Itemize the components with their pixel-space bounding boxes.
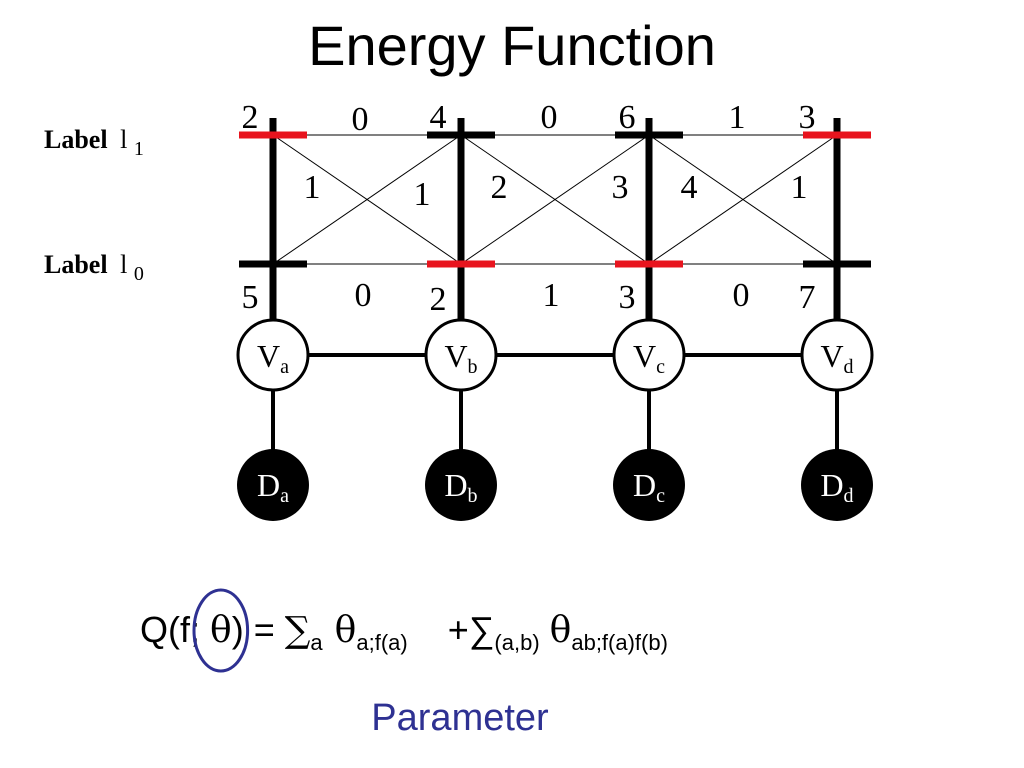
d-node-a-base: D [257, 467, 280, 503]
d-node-c-circle [613, 449, 685, 521]
label-l1-word: Label [44, 125, 108, 154]
unary-top-a: 2 [242, 99, 259, 136]
unary-bottom-b: 2 [430, 281, 447, 318]
parameter-annotation: Parameter [371, 697, 549, 739]
pair-cross-cd-right: 1 [791, 169, 808, 206]
d-node-b-circle [425, 449, 497, 521]
cross-edge-bc-up [460, 134, 650, 265]
v-node-d-label: Vd [820, 338, 853, 378]
v-node-c: Vc [612, 318, 686, 392]
v-node-d-sub: d [844, 356, 854, 378]
unary-top-d: 3 [799, 99, 816, 136]
label-ticks [239, 131, 871, 268]
unary-bottom-d: 7 [799, 279, 816, 316]
eq-sum-pair-sub: (a,b) [494, 630, 539, 655]
label-l1-symbol: l [120, 125, 127, 154]
eq-lhs-open: Q(f; [140, 609, 210, 650]
v-node-b-label: Vb [444, 338, 477, 378]
cross-edge-cd-up [648, 134, 838, 265]
unary-bottom-values: 5 2 3 7 [242, 279, 816, 318]
unary-top-values: 2 4 6 3 [242, 99, 816, 136]
d-node-a-label: Da [257, 467, 289, 507]
d-node-c-sub: c [656, 485, 665, 507]
v-node-a-base: V [257, 338, 280, 374]
pair-cross-ab-right: 1 [414, 176, 431, 213]
d-node-a-circle [237, 449, 309, 521]
d-node-d-circle [801, 449, 873, 521]
eq-theta-unary-sub: a;f(a) [356, 630, 407, 655]
d-node-c-base: D [633, 467, 656, 503]
unary-top-c: 6 [619, 99, 636, 136]
v-node-b-sub: b [468, 356, 478, 378]
d-node-d: Dd [801, 449, 873, 521]
d-node-b-base: D [444, 467, 467, 503]
unary-bottom-c: 3 [619, 279, 636, 316]
label-l0-word: Label [44, 250, 108, 279]
label-l0-symbol: l [120, 250, 127, 279]
d-node-c: Dc [613, 449, 685, 521]
d-node-d-sub: d [844, 485, 854, 507]
v-node-b-circle [424, 318, 498, 392]
d-node-d-label: Dd [820, 467, 853, 507]
pair-cross-cd-left: 4 [681, 169, 698, 206]
v-node-c-label: Vc [633, 338, 665, 378]
pair-cross-ab-left: 1 [304, 169, 321, 206]
d-node-d-base: D [820, 467, 843, 503]
observation-links [271, 390, 839, 450]
pair-top-cd: 1 [729, 99, 746, 136]
eq-lhs-close: ) [232, 609, 244, 650]
pair-cross-bc-right: 3 [612, 169, 629, 206]
eq-sum-unary-sub: a [310, 630, 323, 655]
d-node-a-sub: a [280, 485, 289, 507]
d-node-b: Db [425, 449, 497, 521]
label-l1: Label l 1 [44, 125, 144, 160]
v-node-c-circle [612, 318, 686, 392]
pair-top-ab: 0 [352, 101, 369, 138]
v-node-d: Vd [800, 318, 874, 392]
v-node-c-base: V [633, 338, 656, 374]
v-node-b: Vb [424, 318, 498, 392]
label-l0: Label l 0 [44, 250, 144, 285]
variable-posts [269, 118, 841, 325]
pair-cross-bc-left: 2 [491, 169, 508, 206]
pair-bottom-ab: 0 [355, 277, 372, 314]
v-node-c-sub: c [656, 356, 665, 378]
label-l1-subscript: 1 [134, 138, 144, 160]
parameter-highlight-ellipse [192, 588, 250, 673]
pair-top-values: 0 0 1 [352, 99, 746, 138]
d-node-b-sub: b [468, 485, 478, 507]
eq-theta-pair-sub: ab;f(a)f(b) [571, 630, 668, 655]
eq-theta-pair: θ [550, 610, 572, 651]
eq-sum-unary: ∑ [285, 610, 311, 651]
v-node-a: Va [236, 318, 310, 392]
d-node-c-label: Dc [633, 467, 665, 507]
label-l0-subscript: 0 [134, 263, 144, 285]
pair-bottom-values: 0 1 0 [355, 277, 750, 314]
pair-bottom-cd: 0 [733, 277, 750, 314]
slide-title: Energy Function [308, 14, 716, 77]
eq-plus-sum-pair: +∑ [448, 609, 495, 650]
d-node-a: Da [237, 449, 309, 521]
pair-cross-values: 1 1 2 3 4 1 [304, 169, 808, 213]
pair-top-bc: 0 [541, 99, 558, 136]
v-node-a-sub: a [280, 356, 289, 378]
v-node-b-base: V [444, 338, 467, 374]
eq-theta-parameter: θ [210, 610, 232, 651]
eq-equals: = [244, 609, 285, 650]
pair-bottom-bc: 1 [543, 277, 560, 314]
v-node-a-label: Va [257, 338, 289, 378]
v-node-a-circle [236, 318, 310, 392]
v-node-d-circle [800, 318, 874, 392]
unary-bottom-a: 5 [242, 279, 259, 316]
d-node-b-label: Db [444, 467, 477, 507]
unary-top-b: 4 [430, 99, 447, 136]
v-node-d-base: V [820, 338, 843, 374]
eq-theta-unary: θ [335, 610, 357, 651]
cross-edges [272, 134, 838, 265]
cross-edge-ab-up [272, 134, 462, 265]
